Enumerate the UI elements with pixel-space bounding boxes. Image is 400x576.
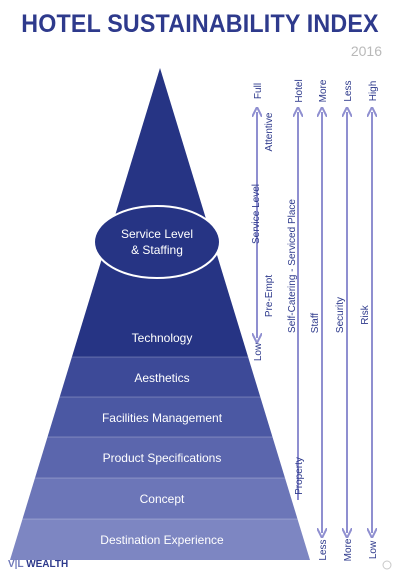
- attentive-label: Attentive: [264, 112, 275, 151]
- brand-prefix: V|L: [8, 559, 24, 570]
- pre-empt-label: Pre-Empt: [264, 275, 275, 317]
- oval-label-line-1: Service Level: [121, 227, 193, 241]
- layer-label-product-specifications: Product Specifications: [103, 451, 222, 465]
- place-bottom-label: Property: [294, 457, 305, 495]
- layer-destination-experience: [10, 519, 310, 560]
- brand-logo: V|L WEALTH: [8, 559, 68, 570]
- security-axis-label: Security: [335, 297, 346, 333]
- service-top-label: Full: [253, 83, 264, 99]
- service-bottom-label: Low: [253, 342, 264, 361]
- layer-facilities-management: [10, 397, 310, 437]
- page-title: HOTEL SUSTAINABILITY INDEX: [21, 10, 379, 38]
- layer-product-specifications: [10, 437, 310, 478]
- layer-label-facilities-management: Facilities Management: [102, 411, 223, 425]
- year-label: 2016: [350, 43, 382, 59]
- layer-label-aesthetics: Aesthetics: [134, 371, 189, 385]
- security-bottom-label: More: [343, 538, 354, 561]
- place-top-label: Hotel: [294, 79, 305, 102]
- risk-axis-label: Risk: [360, 304, 371, 324]
- layer-concept: [10, 478, 310, 519]
- staff-bottom-label: Less: [318, 539, 329, 560]
- layer-label-destination-experience: Destination Experience: [100, 533, 224, 547]
- layer-label-technology: Technology: [132, 331, 193, 345]
- security-top-label: Less: [343, 80, 354, 101]
- layer-label-concept: Concept: [140, 492, 185, 506]
- risk-bottom-label: Low: [368, 540, 379, 559]
- service-level-oval: [93, 205, 221, 279]
- corner-mark-icon: [382, 560, 392, 570]
- staff-top-label: More: [318, 79, 329, 102]
- staff-axis-label: Staff: [310, 313, 321, 334]
- service-level-axis-label: Service Level: [251, 184, 262, 244]
- risk-top-label: High: [368, 81, 379, 102]
- place-axis-label: Self-Catering - Serviced Place: [287, 199, 298, 333]
- brand-name: WEALTH: [26, 559, 69, 570]
- oval-label-line-2: & Staffing: [131, 243, 183, 257]
